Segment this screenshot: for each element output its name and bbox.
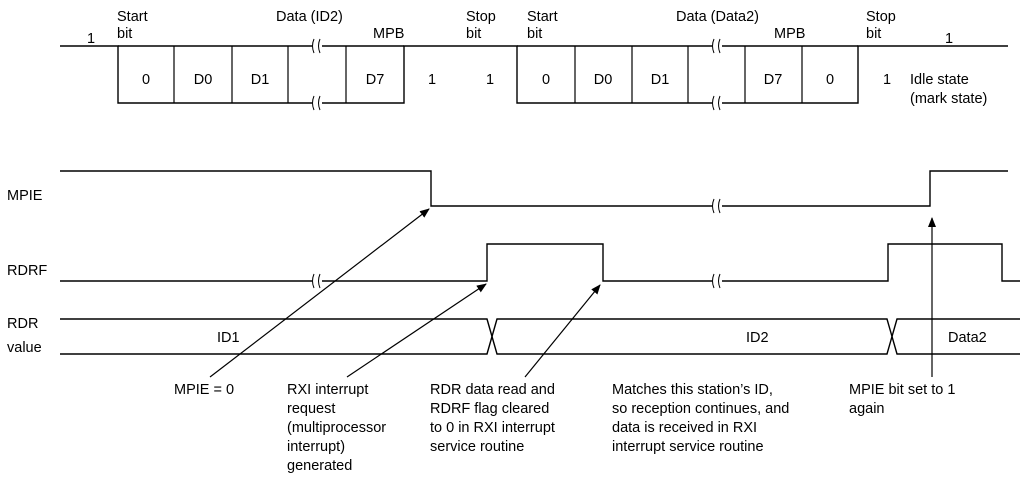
note-line: data is received in RXI bbox=[612, 420, 757, 436]
note-line: RDR data read and bbox=[430, 382, 555, 398]
note-line: Matches this station’s ID, bbox=[612, 382, 773, 398]
note-line: so reception continues, and bbox=[612, 401, 789, 417]
note-line: (multiprocessor bbox=[287, 420, 386, 436]
bit-cell: 1 bbox=[428, 72, 436, 88]
mpie-label: MPIE bbox=[7, 188, 43, 204]
bit-cells: 0 D0 D1 D7 1 1 0 D0 D1 D7 0 1 bbox=[142, 72, 891, 88]
note-line: RXI interrupt bbox=[287, 382, 368, 398]
idle-state-label-b: (mark state) bbox=[910, 91, 987, 107]
bit-cell: 1 bbox=[486, 72, 494, 88]
bit-cell: 0 bbox=[142, 72, 150, 88]
note-line: to 0 in RXI interrupt bbox=[430, 420, 555, 436]
serial-frame-waveform bbox=[60, 38, 1008, 111]
bit-cell: 1 bbox=[883, 72, 891, 88]
rdrf-label: RDRF bbox=[7, 263, 47, 279]
stop-bit-label-1: Stop bbox=[466, 9, 496, 25]
rdr-value-data2: Data2 bbox=[948, 330, 987, 346]
note-line: MPIE bit set to 1 bbox=[849, 382, 955, 398]
rdr-label-b: value bbox=[7, 340, 42, 356]
stop-bit-label-2: Stop bbox=[866, 9, 896, 25]
arrow-rdrf-cleared bbox=[524, 284, 601, 378]
break-mark bbox=[712, 38, 722, 111]
note-line: MPIE = 0 bbox=[174, 382, 234, 398]
mpie-waveform bbox=[60, 170, 1008, 214]
idle-left-label: 1 bbox=[87, 31, 95, 47]
note-mpie-set: MPIE bit set to 1 again bbox=[849, 382, 955, 417]
note-mpie-clear: MPIE = 0 bbox=[174, 382, 234, 398]
arrow-mpie-clear bbox=[209, 208, 430, 378]
break-mark bbox=[312, 38, 322, 111]
note-line: interrupt service routine bbox=[612, 439, 764, 455]
note-line: service routine bbox=[430, 439, 524, 455]
arrow-rxi-request bbox=[346, 283, 487, 378]
bit-cell: D1 bbox=[651, 72, 670, 88]
mpb-label-1: MPB bbox=[373, 26, 404, 42]
frame-low-level bbox=[60, 45, 1008, 104]
rdr-value-id1: ID1 bbox=[217, 330, 240, 346]
stop-bit-label-1b: bit bbox=[466, 26, 481, 42]
start-bit-label-2b: bit bbox=[527, 26, 542, 42]
annotation-arrows bbox=[209, 208, 936, 378]
bit-cell: 0 bbox=[542, 72, 550, 88]
stop-bit-label-2b: bit bbox=[866, 26, 881, 42]
start-bit-label-2: Start bbox=[527, 9, 558, 25]
bit-cell: D7 bbox=[366, 72, 385, 88]
note-line: generated bbox=[287, 458, 352, 474]
rdr-value-id2: ID2 bbox=[746, 330, 769, 346]
bit-cell: D0 bbox=[194, 72, 213, 88]
start-bit-label-1: Start bbox=[117, 9, 148, 25]
frame-labels: 1 Start bit Data (ID2) MPB Stop bit Star… bbox=[87, 9, 987, 107]
note-line: interrupt) bbox=[287, 439, 345, 455]
bit-cell: D0 bbox=[594, 72, 613, 88]
bit-cell: D7 bbox=[764, 72, 783, 88]
rdrf-waveform bbox=[60, 243, 1020, 289]
bit-cell: 0 bbox=[826, 72, 834, 88]
data-id2-label: Data (ID2) bbox=[276, 9, 343, 25]
note-rxi-request: RXI interrupt request (multiprocessor in… bbox=[287, 382, 386, 474]
idle-state-label: Idle state bbox=[910, 72, 969, 88]
note-line: RDRF flag cleared bbox=[430, 401, 549, 417]
note-line: request bbox=[287, 401, 335, 417]
rdr-value-bus bbox=[60, 318, 1020, 355]
mpb-label-2: MPB bbox=[774, 26, 805, 42]
rdr-label: RDR bbox=[7, 316, 38, 332]
idle-right-label: 1 bbox=[945, 31, 953, 47]
note-rdrf-cleared: RDR data read and RDRF flag cleared to 0… bbox=[430, 382, 555, 455]
start-bit-label-1b: bit bbox=[117, 26, 132, 42]
data-data2-label: Data (Data2) bbox=[676, 9, 759, 25]
note-id-match: Matches this station’s ID, so reception … bbox=[612, 382, 789, 455]
note-line: again bbox=[849, 401, 884, 417]
bit-cell: D1 bbox=[251, 72, 270, 88]
